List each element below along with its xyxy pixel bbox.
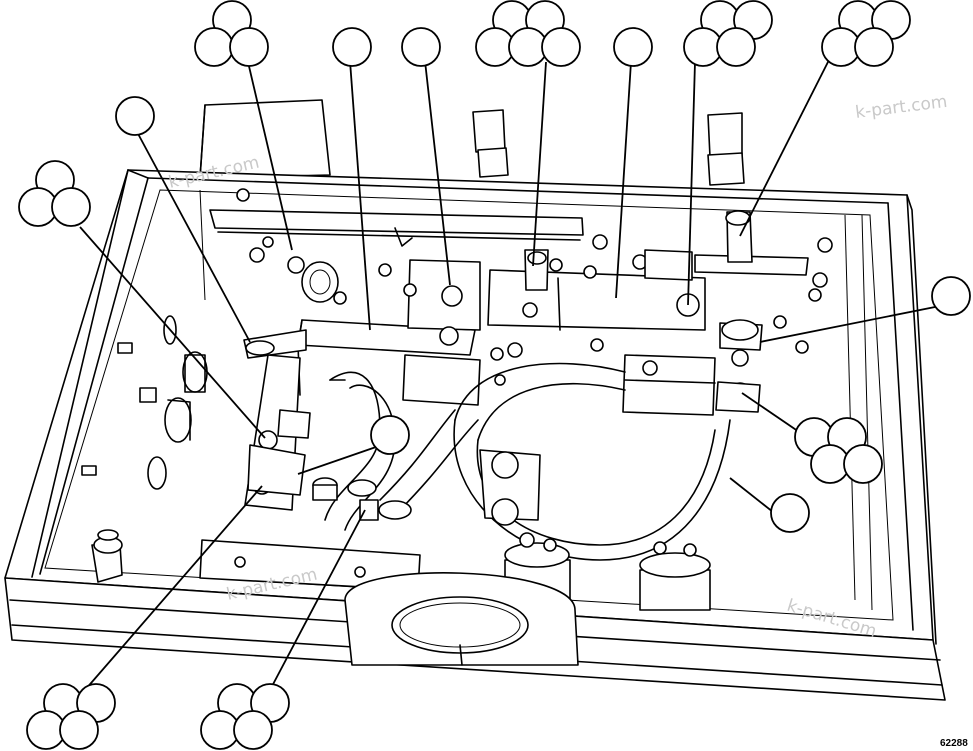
callout-cluster-top-right-b xyxy=(821,0,911,67)
callout-cluster-top-center xyxy=(475,0,581,67)
callout-cluster-top-left xyxy=(194,0,269,67)
callout-cluster-right xyxy=(794,417,883,484)
callout-single-right-edge xyxy=(931,276,971,316)
callout-single-fitting xyxy=(401,27,441,67)
callout-single-hose xyxy=(770,493,810,533)
lower-fittings xyxy=(199,449,711,666)
callout-cluster-bottom-left xyxy=(26,683,116,750)
center-assembly xyxy=(243,210,833,511)
top-rail xyxy=(209,188,584,263)
callout-single-plate xyxy=(115,96,155,136)
figure-number: 62288 xyxy=(940,738,968,749)
leader-lines xyxy=(79,57,941,691)
callout-cluster-left xyxy=(18,160,91,227)
callout-single-block xyxy=(613,27,653,67)
callout-cluster-bottom-center xyxy=(200,683,290,750)
callout-single-bracket xyxy=(332,27,372,67)
callout-single-cable xyxy=(370,415,410,455)
watermark-text: k-part.com xyxy=(854,92,948,123)
callout-cluster-top-right-a xyxy=(683,0,773,67)
